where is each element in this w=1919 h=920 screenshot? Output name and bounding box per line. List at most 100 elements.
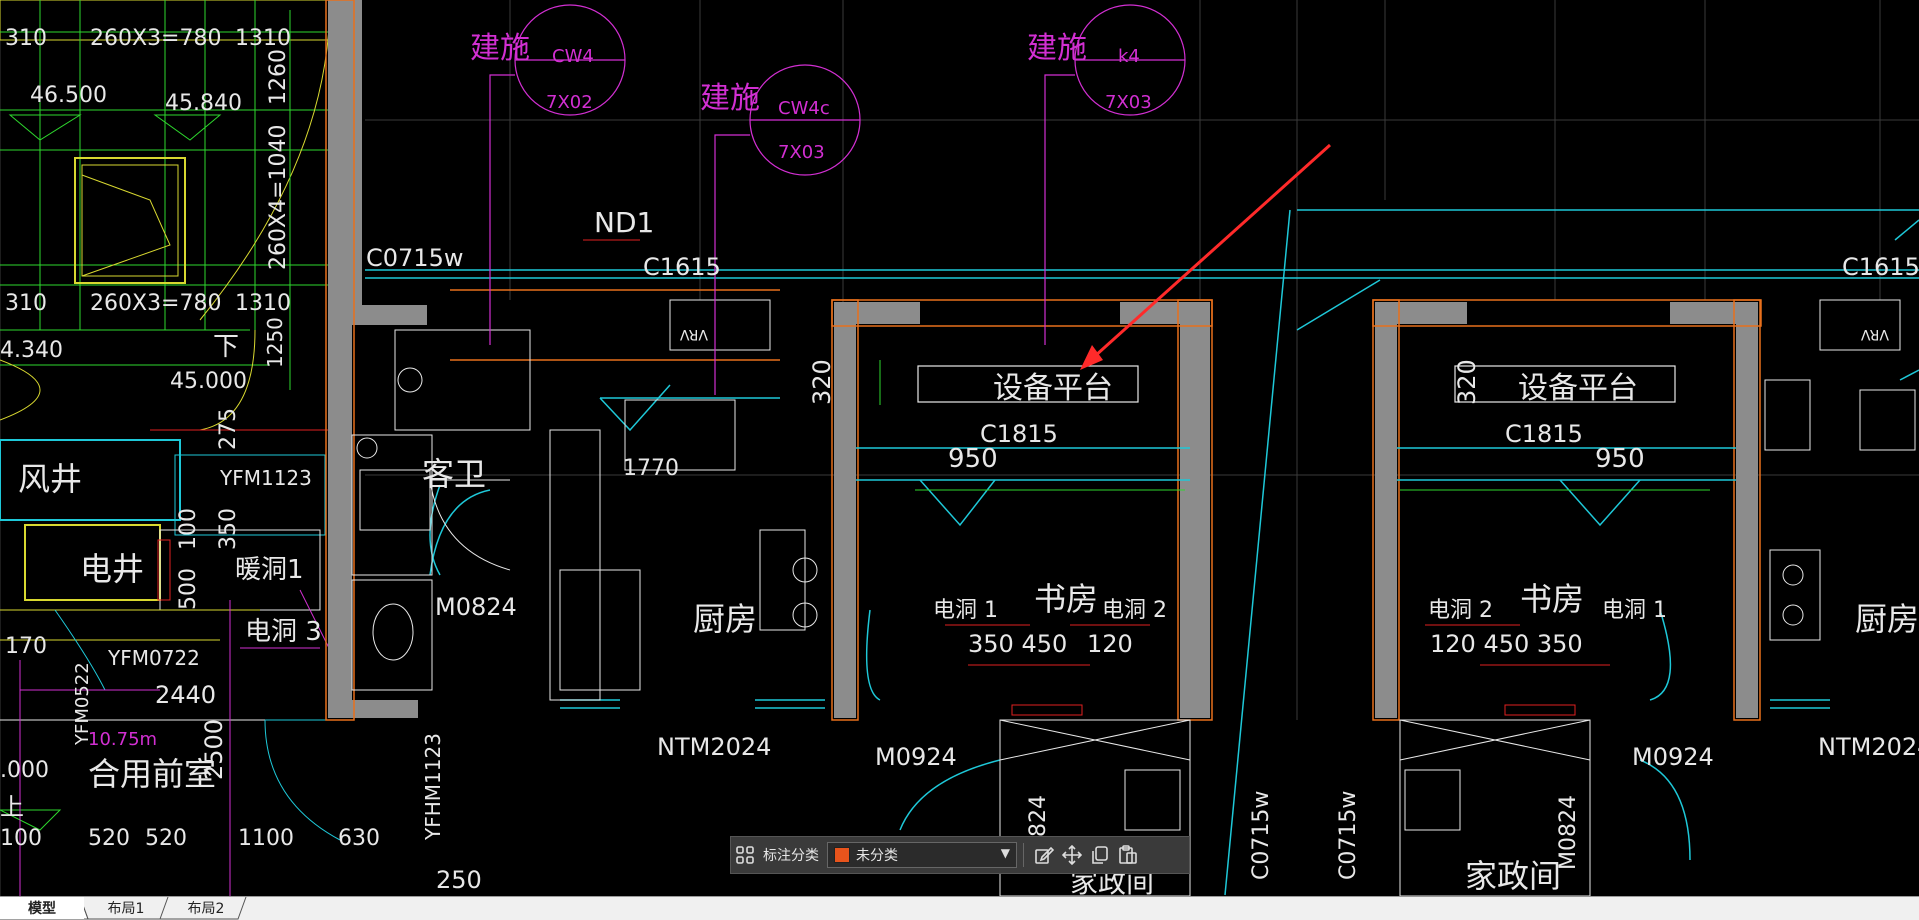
c0715w-vertical-right: C0715w [1336, 791, 1361, 880]
kitchen-left: 厨房 [693, 600, 757, 638]
level-46500: 46.500 [30, 83, 107, 108]
dim-310b: 310 [5, 291, 47, 316]
category-select[interactable]: 未分类 ▼ [827, 842, 1017, 868]
vrv-right: VRV [1860, 326, 1889, 342]
drawing-text: 建施 CW4 7X02 建施 CW4c 7X03 建施 k4 7X03 ND1 … [0, 26, 1919, 896]
dim-320-left: 320 [808, 359, 836, 405]
cw4-ref: 7X02 [546, 92, 593, 113]
walls [328, 0, 1758, 718]
cw4-tag: 建施 [470, 31, 530, 66]
equip-platform-left: 设备平台 [993, 371, 1113, 406]
c1615-left: C1615 [643, 253, 721, 281]
level-4340: 4.340 [0, 338, 63, 363]
category-label: 标注分类 [763, 848, 819, 864]
yfm0522-label: YFM0522 [72, 662, 93, 746]
dim-100: 100 [176, 508, 201, 550]
ntm2024-left: NTM2024 [657, 733, 771, 761]
dim-2440: 2440 [155, 681, 216, 709]
dim-1770: 1770 [623, 456, 679, 481]
k4-code: k4 [1118, 46, 1140, 67]
dim-520b: 520 [145, 826, 187, 851]
lintels [1011, 704, 1576, 716]
dim-170: 170 [5, 634, 47, 659]
tab-layout2[interactable]: 布局2 [187, 901, 225, 917]
ntm2024-right: NTM2024 [1818, 733, 1919, 761]
dim-120-left: 120 [1087, 630, 1133, 658]
warm-hole-label: 暖洞1 [235, 555, 304, 585]
homemaker-right: 家政间 [1465, 857, 1561, 895]
yfm0722-label: YFM0722 [107, 646, 200, 670]
category-color-swatch [834, 847, 850, 863]
cad-drawing-canvas[interactable]: 建施 CW4 7X02 建施 CW4c 7X03 建施 k4 7X03 ND1 … [0, 0, 1919, 896]
level-45840: 45.840 [165, 91, 242, 116]
elec-hole1-left: 电洞 1 [933, 598, 998, 623]
elevation-label: 10.75m [88, 729, 157, 750]
cw4c-tag: 建施 [700, 81, 760, 116]
equip-platform-right: 设备平台 [1518, 371, 1638, 406]
annotation-arrow [1080, 143, 1332, 370]
nd1-label: ND1 [594, 206, 654, 239]
yfm1123-label: YFM1123 [219, 466, 312, 490]
level-000: .000 [0, 758, 49, 783]
dim-250: 250 [436, 866, 482, 894]
toolbar-separator [1023, 843, 1024, 867]
m0824-vertical-right: M0824 [1556, 795, 1581, 870]
down-mark: 下 [213, 332, 239, 362]
dim-260x3a: 260X3=780 [90, 26, 221, 51]
dim-310a: 310 [5, 26, 47, 51]
floor-plan-drawing: 建施 CW4 7X02 建施 CW4c 7X03 建施 k4 7X03 ND1 … [0, 0, 1919, 896]
study-right: 书房 [1520, 580, 1584, 618]
dim-275: 275 [216, 408, 241, 450]
dim-500: 500 [176, 568, 201, 610]
dim-320-right: 320 [1453, 359, 1481, 405]
grid-lines [0, 0, 1919, 896]
cw4c-code: CW4c [778, 98, 830, 119]
kitchen-right: 厨房 [1855, 600, 1919, 638]
layout-tab-bar: 模型 布局1 布局2 [0, 896, 1919, 920]
cw4-code: CW4 [552, 46, 594, 67]
guest-bath-label: 客卫 [422, 455, 486, 493]
grid-apps-icon[interactable] [731, 841, 759, 869]
c0715w-label: C0715w [366, 244, 463, 272]
k4-tag: 建施 [1027, 31, 1087, 66]
m0924-left: M0924 [875, 743, 957, 771]
callout-leaders [489, 4, 1186, 395]
fixtures [351, 299, 1916, 896]
dim-1260: 1260 [266, 49, 291, 105]
left-rooms [0, 429, 341, 896]
dim-1250: 1250 [263, 317, 287, 368]
vrv-left: VRV [679, 326, 708, 342]
m0824-label: M0824 [435, 593, 517, 621]
c1615-right: C1615 [1842, 253, 1919, 281]
dims-left: 350 450 [968, 630, 1067, 658]
shared-lobby-label: 合用前室 [88, 755, 216, 793]
dim-950-right: 950 [1595, 444, 1645, 474]
dims-right: 120 450 350 [1430, 630, 1583, 658]
dim-260x3b: 260X3=780 [90, 291, 221, 316]
m0924-right: M0924 [1632, 743, 1714, 771]
dim-630: 630 [338, 826, 380, 851]
k4-ref: 7X03 [1105, 92, 1152, 113]
elec-hole3-label: 电洞 3 [245, 617, 322, 647]
dim-950-left: 950 [948, 444, 998, 474]
window-lines [365, 209, 1919, 896]
c1815-right: C1815 [1505, 420, 1583, 448]
c1815-left: C1815 [980, 420, 1058, 448]
dim-260x4: 260X4=1040 [266, 125, 291, 270]
dim-2500: 2500 [200, 719, 228, 780]
tab-layout1[interactable]: 布局1 [107, 901, 145, 917]
level-45000: 45.000 [170, 369, 247, 394]
move-icon[interactable] [1058, 841, 1086, 869]
up-mark: 上 [0, 793, 24, 821]
paste-icon[interactable] [1114, 841, 1142, 869]
edit-icon[interactable] [1030, 841, 1058, 869]
category-value: 未分类 [856, 848, 898, 864]
cw4c-ref: 7X03 [778, 142, 825, 163]
dim-100b: 100 [0, 826, 42, 851]
wind-shaft: 风井 [18, 460, 82, 498]
dim-1310b: 1310 [235, 291, 291, 316]
copy-icon[interactable] [1086, 841, 1114, 869]
dim-520a: 520 [88, 826, 130, 851]
green-marks [879, 360, 1710, 491]
tab-model[interactable]: 模型 [0, 897, 84, 919]
